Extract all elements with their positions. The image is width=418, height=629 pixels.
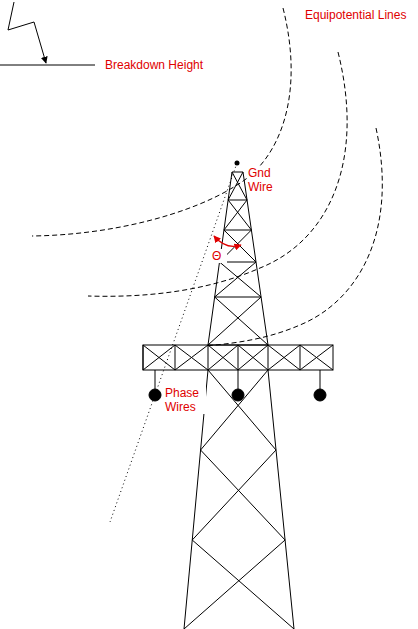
lattice-tower <box>143 172 333 629</box>
tower-bracing <box>143 172 333 629</box>
ground-wire-label: Gnd Wire <box>247 166 283 194</box>
angle-arc <box>214 236 241 246</box>
equipotential-lines <box>32 8 382 346</box>
lightning-bolt <box>8 2 46 63</box>
breakdown-line <box>0 65 95 66</box>
phase-wires-label: Phase Wires <box>164 386 206 414</box>
angle-label: Θ <box>211 249 227 263</box>
ground-wire-dot <box>235 161 240 166</box>
equipotential-label: Equipotential Lines <box>304 8 418 22</box>
breakdown-height-label: Breakdown Height <box>104 58 236 72</box>
